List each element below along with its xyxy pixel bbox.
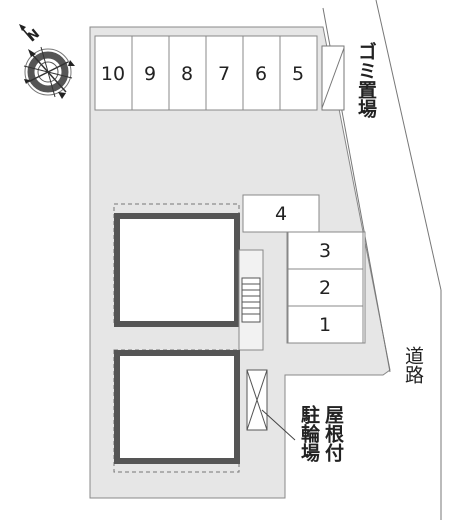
road-edge-right [375,0,442,291]
parking-space-1 [287,305,364,344]
parking-label-1: 1 [319,314,331,336]
parking-label-6: 6 [255,63,267,85]
stairway-steps [242,283,260,315]
garbage-label: ゴミ置場 [355,41,377,119]
parking-top-row: 10 9 8 7 6 5 [94,35,318,111]
parking-space-7 [205,35,244,111]
parking-space-9 [131,35,170,111]
compass-rose-icon [23,46,75,99]
parking-space-10 [94,35,133,111]
parking-label-10: 10 [101,63,125,85]
parking-space-5 [279,35,318,111]
building-1 [114,213,240,327]
parking-label-8: 8 [181,63,193,85]
parking-space-4 [242,194,320,233]
parking-space-3 [287,231,364,270]
parking-label-7: 7 [218,63,230,85]
road-label: 道路 [402,346,424,384]
parking-label-3: 3 [319,240,331,262]
bicycle-leader-line [261,409,296,441]
bicycle-label: 駐輪場 [298,404,320,463]
parking-label-5: 5 [292,63,304,85]
building-2 [114,350,240,464]
garbage-area-hatch [321,47,345,109]
north-arrow-icon: N [19,24,43,45]
parking-space-6 [242,35,281,111]
parking-label-4: 4 [275,203,287,225]
parking-space-2 [287,268,364,307]
parking-label-2: 2 [319,277,331,299]
north-label: N [25,27,43,45]
roofed-label: 屋根付 [322,405,344,462]
bicycle-parking-cross-b [246,369,268,431]
stairway [241,277,261,323]
parking-label-9: 9 [144,63,156,85]
